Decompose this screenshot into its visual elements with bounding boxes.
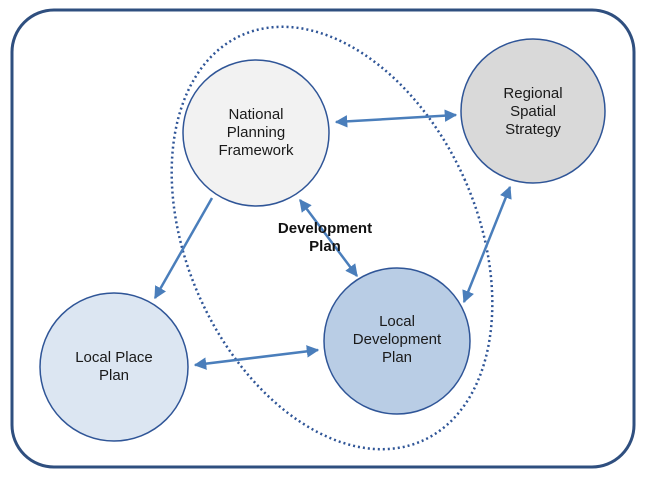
development-plan-boundary xyxy=(170,25,494,451)
label-line: Planning xyxy=(226,124,286,141)
arrow-localplace-localdev xyxy=(193,345,320,370)
arrow-regional-localdev xyxy=(462,185,512,304)
local-place-plan-label: Local Place Plan xyxy=(44,342,184,392)
label-line: Development xyxy=(352,331,442,348)
label-line: Plan xyxy=(381,349,413,366)
arrow-national-localdev xyxy=(299,199,358,277)
arrow-national-localplace xyxy=(153,197,214,300)
label-line: Regional xyxy=(503,85,563,102)
regional-spatial-strategy-node xyxy=(460,38,606,184)
label-line: Strategy xyxy=(505,121,561,138)
label-line: Spatial xyxy=(510,103,556,120)
national-planning-framework-node xyxy=(182,59,330,207)
label-line: Development xyxy=(277,220,373,237)
regional-spatial-strategy-label: Regional Spatial Strategy xyxy=(463,77,603,147)
local-development-plan-label: Local Development Plan xyxy=(327,305,467,375)
national-planning-framework-label: National Planning Framework xyxy=(186,98,326,168)
local-place-plan-node xyxy=(39,292,189,442)
label-line: Local xyxy=(379,313,415,330)
label-line: Plan xyxy=(98,367,130,384)
label-line: Local Place xyxy=(75,349,153,366)
development-plan-label: Development Plan xyxy=(255,220,395,256)
label-line: National xyxy=(228,106,284,123)
label-line: Framework xyxy=(218,142,294,159)
label-line: Plan xyxy=(309,238,341,255)
local-development-plan-node xyxy=(323,267,471,415)
arrow-national-regional xyxy=(334,109,458,128)
